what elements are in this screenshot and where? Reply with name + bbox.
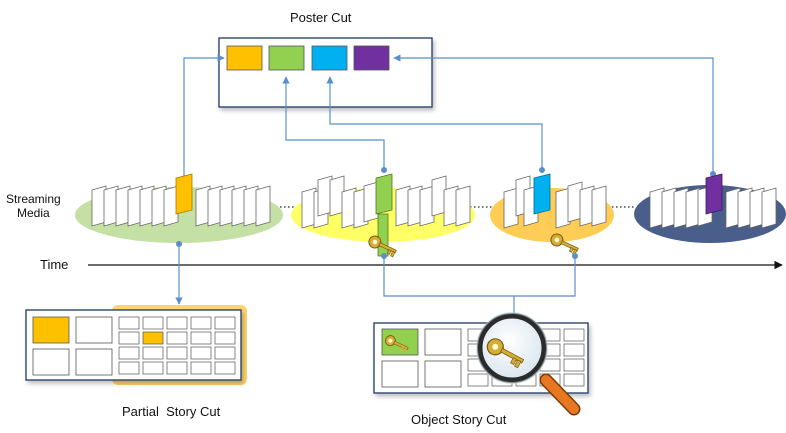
time-label: Time (40, 257, 69, 272)
magnifier-icon (476, 312, 581, 416)
key-icon (368, 235, 397, 258)
connector-green (282, 76, 385, 172)
media-segment-4 (634, 173, 786, 243)
poster-swatch-purple (353, 45, 390, 71)
poster-connectors (183, 54, 714, 180)
poster-swatch-cyan (311, 45, 348, 71)
streaming-media-label: Streaming Media (6, 192, 61, 220)
key-icon (486, 338, 525, 369)
media-segment-3 (490, 173, 614, 256)
poster-cut-panel (218, 37, 433, 108)
partial-story-cut-title: Partial Story Cut (122, 404, 221, 419)
poster-cut-title: Poster Cut (290, 10, 352, 25)
object-story-cut-title: Object Story Cut (411, 412, 507, 427)
partial-story-cut-panel (25, 305, 247, 385)
connector-purple (393, 54, 714, 176)
media-segment-2 (291, 173, 475, 258)
key-frame-cyan (533, 173, 551, 215)
key-icon (384, 335, 409, 353)
key-icon (550, 233, 579, 256)
key-frame-purple (705, 173, 723, 215)
key-frame-yellow (175, 173, 193, 215)
poster-swatch-green (268, 45, 305, 71)
key-frame-green (375, 173, 393, 215)
poster-swatch-yellow (226, 45, 263, 71)
connector-cyan (326, 76, 543, 172)
connector-yellow (183, 54, 225, 180)
object-story-cut-panel (373, 312, 589, 416)
media-segment-1 (75, 173, 283, 243)
